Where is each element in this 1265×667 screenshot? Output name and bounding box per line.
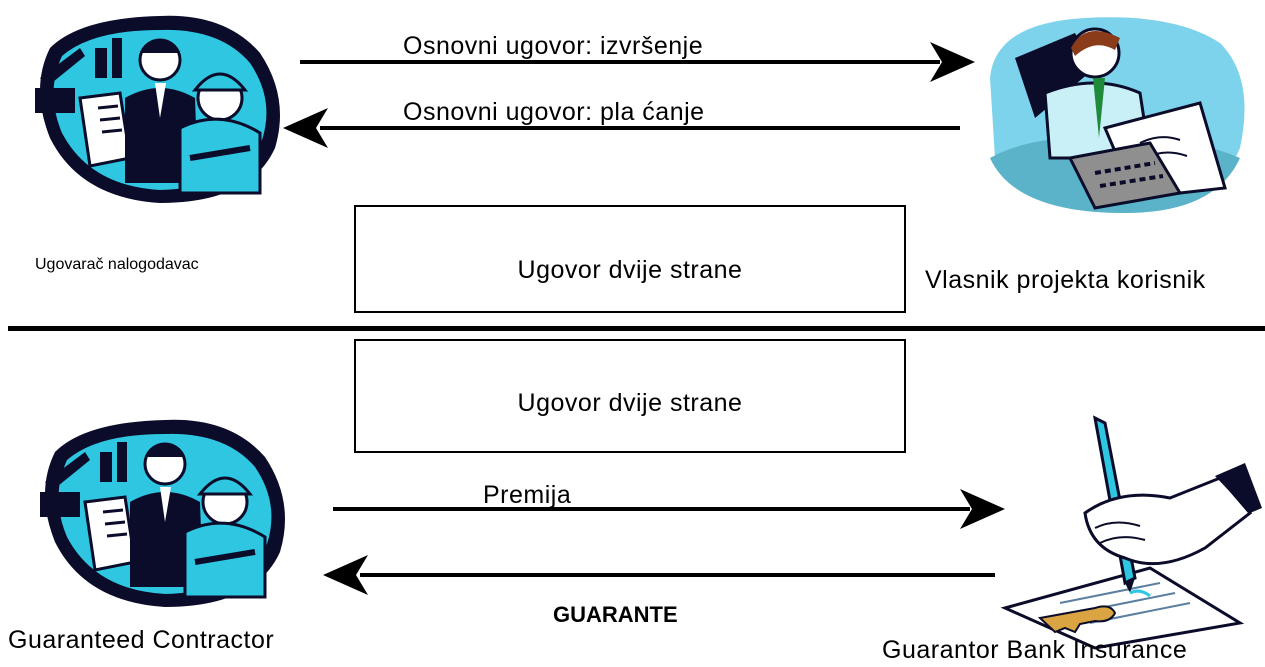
contract-box-bottom: Ugovor dvije strane	[354, 339, 906, 453]
guarantor-caption: Guarantor Bank Insurance	[882, 636, 1188, 664]
arrow-execution-label: Osnovni ugovor: izvršenje	[403, 32, 704, 60]
owner-caption: Vlasnik projekta korisnik	[925, 266, 1206, 294]
workers-clipart-icon	[40, 419, 285, 607]
contract-box-bottom-label: Ugovor dvije strane	[517, 388, 743, 417]
businessman-typing-clipart-icon	[990, 17, 1245, 214]
arrow-guarantee-label: GUARANTE	[553, 602, 678, 627]
workers-clipart-icon	[35, 15, 280, 203]
arrow-payment-label: Osnovni ugovor: pla ćanje	[403, 98, 705, 126]
guaranteed-contractor-caption: Guaranteed Contractor	[8, 626, 275, 654]
contractor-caption: Ugovarač nalogodavac	[35, 256, 199, 273]
arrow-premium-label: Premija	[483, 481, 572, 509]
contract-box-top-label: Ugovor dvije strane	[517, 255, 743, 284]
section-divider	[8, 326, 1265, 331]
contract-box-top: Ugovor dvije strane	[354, 205, 906, 313]
hand-signing-document-clipart-icon	[1000, 415, 1262, 650]
